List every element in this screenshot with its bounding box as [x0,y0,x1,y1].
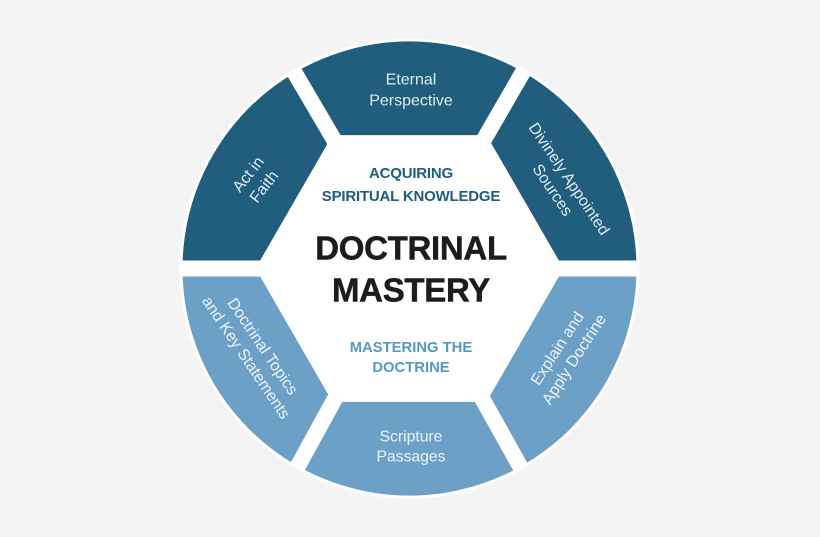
svg-text:Scripture: Scripture [380,429,443,446]
svg-text:Eternal: Eternal [386,72,437,89]
svg-text:ACQUIRING: ACQUIRING [369,165,453,182]
svg-text:Passages: Passages [377,449,446,466]
svg-text:Perspective: Perspective [369,93,453,110]
svg-text:MASTERY: MASTERY [332,271,490,308]
svg-text:DOCTRINE: DOCTRINE [372,360,449,376]
svg-text:MASTERING THE: MASTERING THE [350,340,473,356]
svg-text:DOCTRINAL: DOCTRINAL [315,229,507,266]
svg-text:SPIRITUAL KNOWLEDGE: SPIRITUAL KNOWLEDGE [322,188,501,205]
